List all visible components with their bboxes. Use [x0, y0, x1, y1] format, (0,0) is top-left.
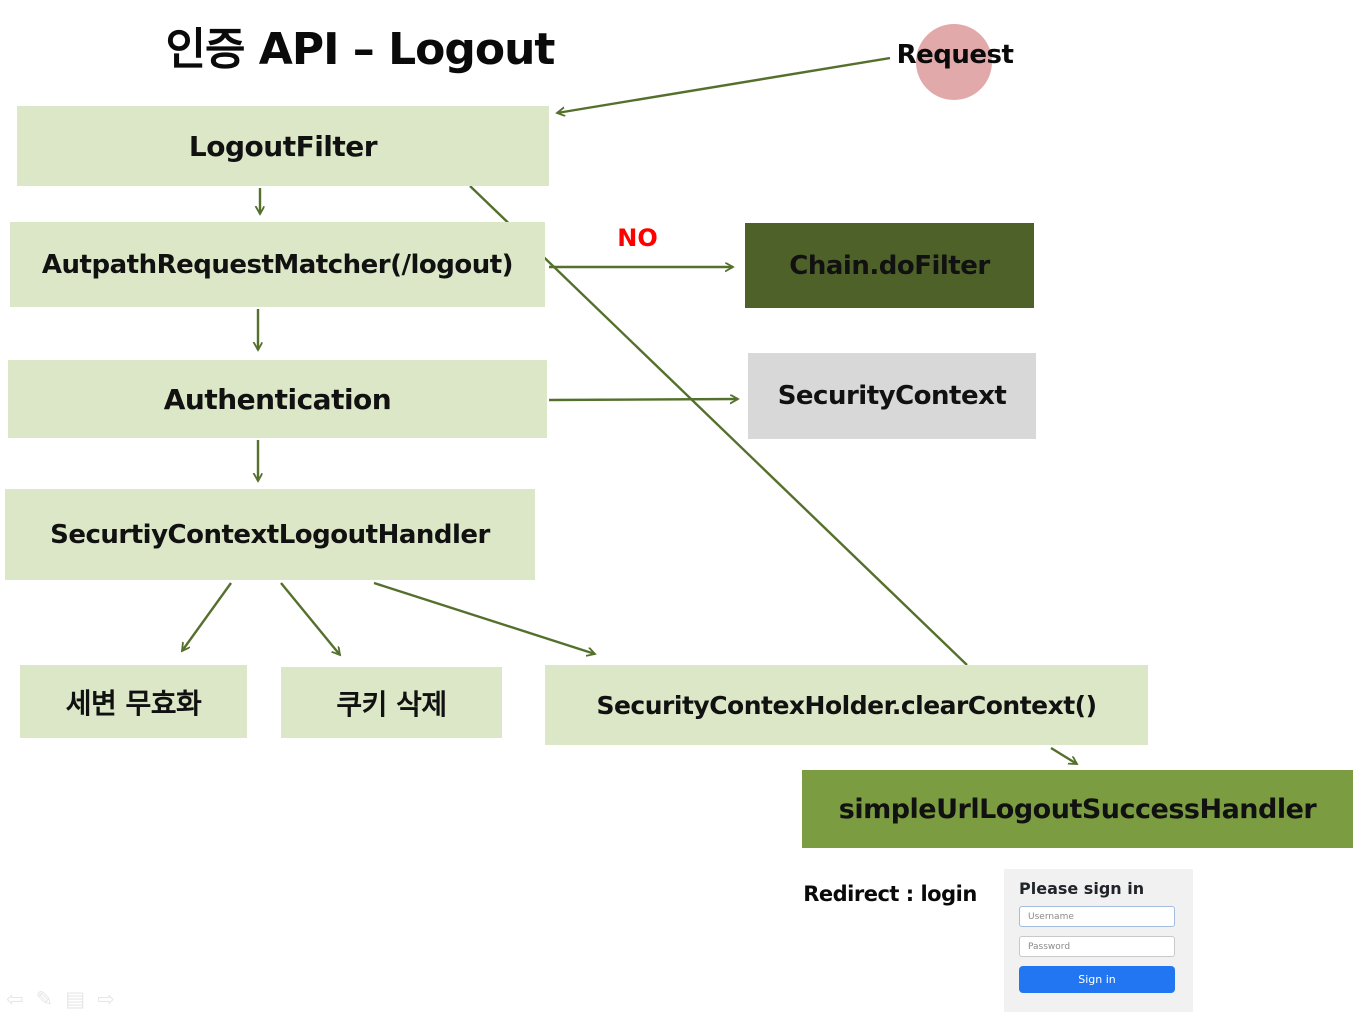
node-request-matcher: AutpathRequestMatcher(/logout) — [10, 222, 545, 307]
node-session-invalidate: 세변 무효화 — [20, 665, 247, 738]
node-cookie-delete: 쿠키 삭제 — [281, 667, 502, 738]
edge-label-no: NO — [617, 224, 658, 252]
username-input[interactable] — [1019, 906, 1175, 927]
login-form-heading: Please sign in — [1019, 879, 1145, 898]
node-simple-url-logout-success-handler: simpleUrlLogoutSuccessHandler — [802, 770, 1353, 848]
login-form-panel: Please sign in Sign in — [1004, 869, 1193, 1012]
slide-list-icon[interactable]: ▤ — [65, 987, 86, 1011]
node-clear-context: SecurityContexHolder.clearContext() — [545, 665, 1148, 745]
slideshow-toolbar: ⇦ ✎ ▤ ⇨ — [6, 988, 115, 1010]
node-authentication: Authentication — [8, 360, 547, 438]
next-slide-icon[interactable]: ⇨ — [97, 987, 115, 1011]
node-chain-dofilter: Chain.doFilter — [745, 223, 1034, 308]
prev-slide-icon[interactable]: ⇦ — [6, 987, 24, 1011]
slide-title: 인증 API – Logout — [165, 24, 556, 75]
node-security-context: SecurityContext — [748, 353, 1036, 439]
request-node-circle — [916, 24, 992, 100]
redirect-login-label: Redirect : login — [803, 882, 977, 906]
node-security-context-logout-handler: SecurtiyContextLogoutHandler — [5, 489, 535, 580]
password-input[interactable] — [1019, 936, 1175, 957]
sign-in-button[interactable]: Sign in — [1019, 966, 1175, 993]
request-node-label: Request — [896, 40, 1014, 70]
node-logout-filter: LogoutFilter — [17, 106, 549, 186]
pen-icon[interactable]: ✎ — [35, 987, 54, 1011]
